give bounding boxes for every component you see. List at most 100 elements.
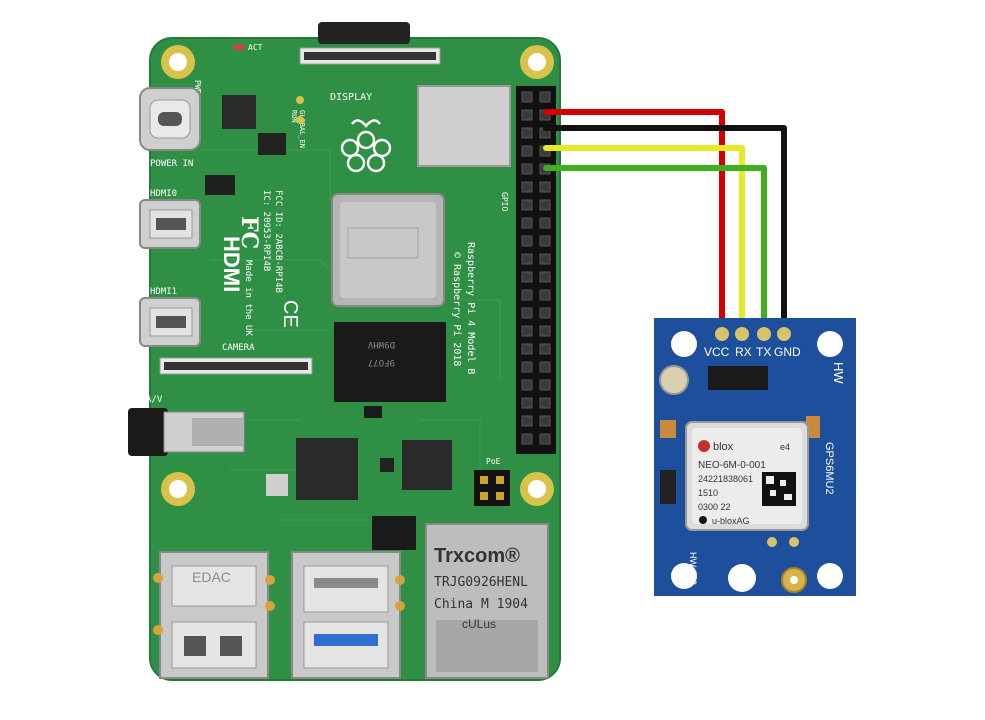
wires [543,109,787,335]
gpio-pin [521,109,533,121]
usb3-port [291,551,401,679]
gpio-pin [539,217,551,229]
gpio-pin [539,253,551,265]
svg-text:EDAC: EDAC [192,569,231,585]
gpio-pin [521,379,533,391]
poe-label: PoE [486,457,501,466]
gps-hw-label: HW [831,362,846,384]
raspberry-pi-board: DISPLAY ACT PWR POWER IN RUN GLOBAL_EN [128,22,569,681]
fcc-label: FCC ID: 2ABCB-RPI4B [273,190,283,293]
ethernet-label: ETHERNET [560,586,569,625]
gps-regulator [708,366,768,390]
model-label: Raspberry Pi 4 Model B [465,242,476,374]
neo-6m-chip: blox e4 NEO-6M-0-001 24221838061 1510 03… [685,421,809,531]
usb2-port: EDAC [159,551,269,679]
hdmi0-port [139,199,201,249]
gps-pin-vcc: VCC [704,345,730,359]
global-en-label: GLOBAL_EN [298,110,306,148]
camera-label: CAMERA [222,343,255,353]
gpio-pin [521,397,533,409]
usb-controller-chip [296,438,358,500]
fan-connector [372,516,416,550]
gpio-pin [521,199,533,211]
gpio-pin [539,433,551,445]
trxcom-brand: Trxcom® [434,545,520,567]
ublox-label: u-bloxAG [712,516,750,526]
gpio-pin [521,163,533,175]
poe-header [474,470,510,506]
act-label: ACT [248,43,263,52]
ram-chip: D9WHV 9FO77 [334,322,446,402]
gps-cap-2 [660,470,676,504]
soc-chip [331,193,445,307]
display-connector [299,47,441,65]
gpio-pin [539,415,551,427]
oscillator [266,474,288,496]
camera-connector [159,357,313,375]
gpio-pin [521,91,533,103]
gps-module: VCC RX TX GND HW GPS6MU2 HW-248 blox e4 … [654,318,856,596]
gps-model-label: GPS6MU2 [823,442,835,495]
gpio-pin [539,181,551,193]
gps-part-label: HW-248 [688,552,698,585]
sd-card-slot [318,22,410,44]
wifi-shield [417,85,511,167]
av-jack [128,408,245,456]
ic-label: IC: 20953-RPI4B [261,190,271,271]
gpio-pin [521,289,533,301]
gpio-pin [539,91,551,103]
trxcom-part: TRJG0926HENL [434,575,528,590]
gpio-pin [521,235,533,247]
wire-tx [543,165,767,335]
hdmi1-port [139,297,201,347]
gpio-pin [539,289,551,301]
gpio-pin [521,307,533,319]
small-chip-3 [364,406,382,418]
blox-brand: blox [713,441,734,453]
usb-c-power-port [139,87,201,151]
gpio-pin [539,235,551,247]
made-in-label: Made in the UK [243,260,253,336]
gpio-pin [521,325,533,337]
ethernet-controller-chip [402,440,452,490]
gpio-pin [521,217,533,229]
chip-code-1: 1510 [698,488,718,498]
small-chip [258,133,286,155]
gps-cap-3 [806,416,820,438]
gpio-header [516,86,556,454]
gpio-pin [539,307,551,319]
power-in-label: POWER IN [150,159,193,169]
wire-rx [543,145,745,335]
gpio-pin [521,145,533,157]
mounting-holes [161,45,554,506]
small-chip-4 [380,458,394,472]
gps-pin-pads [715,327,791,341]
gpio-pin [539,199,551,211]
chip-model: NEO-6M-0-001 [698,460,766,471]
svg-text:9FO77: 9FO77 [368,357,395,367]
pmic-chip [222,95,256,129]
chip-code-2: 0300 22 [698,502,731,512]
small-chip-2 [205,175,235,195]
gps-cap-1 [660,420,676,438]
gpio-pin [521,343,533,355]
gpio-pin [521,253,533,265]
cul-mark: cULus [462,617,496,631]
e4-mark: e4 [780,442,790,452]
gps-pin-gnd: GND [774,345,801,359]
gps-pin-rx: RX [735,345,752,359]
wire-gnd [543,125,787,335]
chip-serial: 24221838061 [698,474,753,484]
gpio-pin [539,271,551,283]
hdmi-logo: HDMI [219,236,244,292]
display-label: DISPLAY [330,92,372,103]
fcc-logo: FC [236,216,262,249]
svg-text:D9WHV: D9WHV [367,339,395,349]
gpio-pin [521,127,533,139]
raspberry-logo [340,119,392,173]
hdmi1-label: HDMI1 [150,287,177,297]
gpio-label: GPIO [500,192,509,211]
gps-pin-tx: TX [756,345,771,359]
gpio-pin [521,271,533,283]
